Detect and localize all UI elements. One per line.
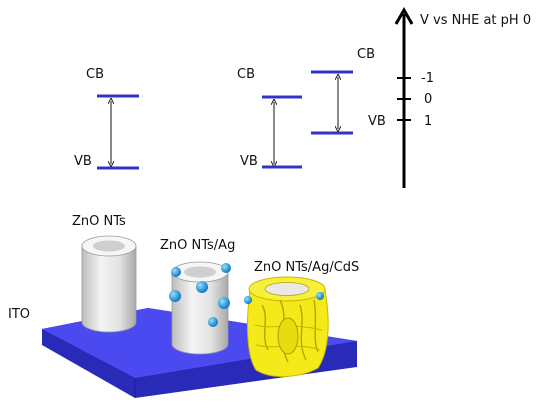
axis-title: V vs NHE at pH 0 (420, 13, 531, 28)
axis-tick-label: 0 (424, 92, 432, 107)
zno-nts-ag-label: ZnO NTs/Ag (160, 238, 235, 253)
ag-nanoparticle (316, 292, 324, 300)
axis-arrow-icon (394, 6, 414, 25)
axis-tick-label: -1 (421, 71, 434, 86)
zno-nts-ag-cds-label: ZnO NTs/Ag/CdS (254, 260, 359, 275)
cds-cb-label: CB (357, 47, 375, 62)
zno-cb-label: CB (237, 67, 255, 82)
band-diagram-zno: CB VB (74, 67, 139, 170)
zno-vb-label: VB (240, 154, 258, 169)
ito-label: ITO (8, 307, 30, 322)
ag-nanoparticle (244, 296, 252, 304)
band-diagram-zno-cds: CB VB CB VB (237, 47, 386, 169)
zno-ag-cds-nanotube: ZnO NTs/Ag/CdS (244, 260, 359, 378)
cb-label: CB (86, 67, 104, 82)
zno-ag-nanotube: ZnO NTs/Ag (160, 238, 235, 355)
cds-vb-label: VB (368, 114, 386, 129)
axis-tick-label: 1 (424, 114, 432, 129)
potential-axis: V vs NHE at pH 0 -1 0 1 (394, 6, 531, 188)
ag-nanoparticles (169, 263, 231, 327)
zno-nanotube: ZnO NTs (72, 214, 137, 333)
vb-label: VB (74, 154, 92, 169)
zno-nts-label: ZnO NTs (72, 214, 126, 229)
